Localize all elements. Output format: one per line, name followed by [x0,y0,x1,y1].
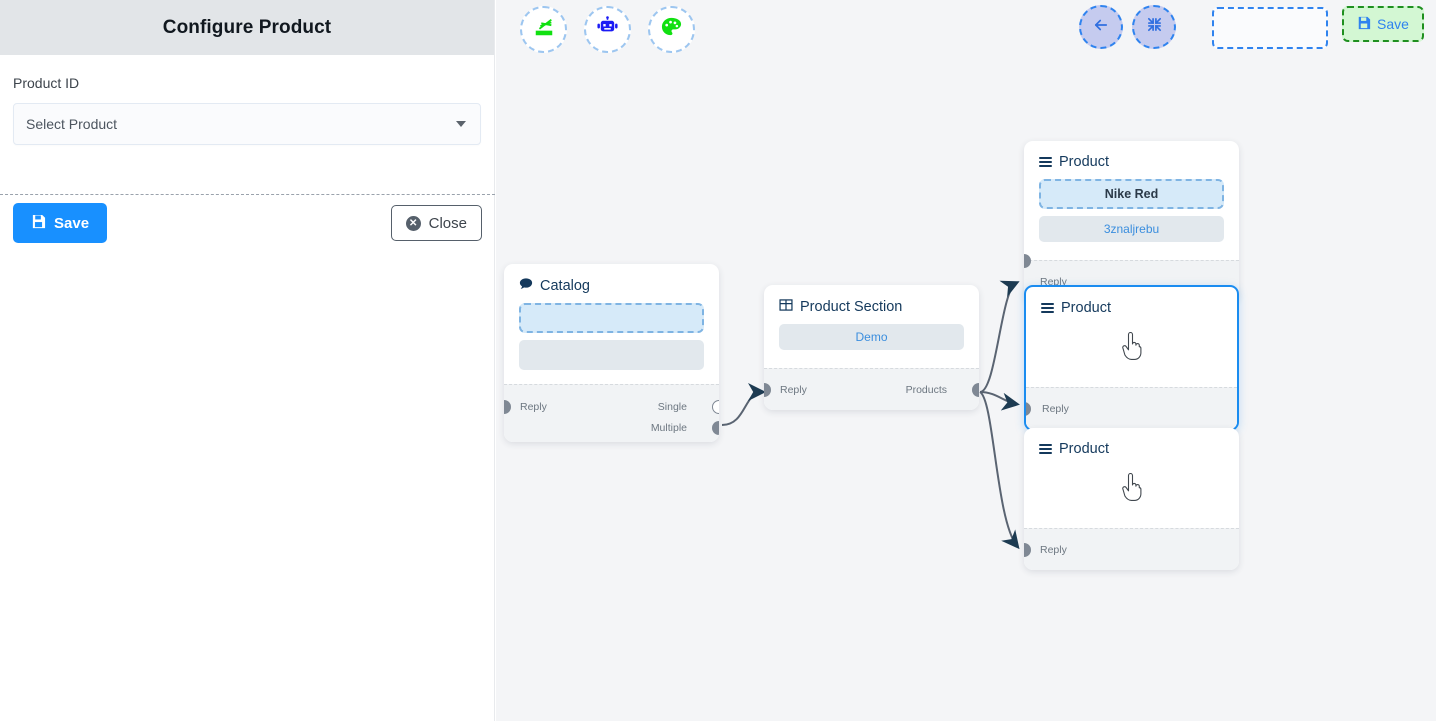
port-in-reply[interactable] [1024,254,1031,268]
product-slot-nike-red[interactable]: Nike Red [1039,179,1224,209]
cursor-pointer-icon [1120,331,1144,367]
panel-header: Configure Product [0,0,494,55]
node-footer: Reply [1024,528,1239,570]
configure-product-panel: Configure Product Product ID Select Prod… [0,0,495,721]
product-section-slot-demo[interactable]: Demo [779,324,964,350]
node-footer: Reply [1026,387,1237,429]
node-footer: Reply Products [764,368,979,410]
catalog-slot-primary[interactable] [519,303,704,333]
port-in-reply[interactable] [504,400,511,414]
node-header: Product [1024,141,1239,179]
palette-icon [660,16,683,44]
close-button[interactable]: ✕ Close [390,205,482,241]
node-header: Product [1024,428,1239,466]
flow-canvas[interactable]: Save Product Nike Red 3znaljrebu Reply [496,0,1436,721]
canvas-save-label: Save [1377,16,1409,32]
catalog-slot-secondary[interactable] [519,340,704,370]
port-in-reply[interactable] [1024,542,1031,557]
select-value: Select Product [26,116,118,132]
port-in-reply[interactable] [764,382,771,397]
toolbar-button-stack[interactable] [520,6,567,53]
page-title: Configure Product [162,16,332,38]
floppy-disk-icon [31,214,46,233]
node-product-bottom[interactable]: Product Reply [1024,428,1239,570]
node-product-selected[interactable]: Product Reply [1024,285,1239,431]
node-body [1026,325,1237,387]
toolbar-button-robot[interactable] [584,6,631,53]
node-product-section[interactable]: Product Section Demo Reply Products [764,285,979,410]
port-out-multiple[interactable] [712,421,719,435]
port-label-reply: Reply [780,383,807,396]
port-out-single[interactable] [712,400,719,414]
panel-footer: Save ✕ Close [0,194,495,252]
chat-bubble-icon [519,277,533,294]
node-body [1024,466,1239,528]
close-button-label: Close [428,214,467,232]
port-out-products[interactable] [972,382,979,397]
robot-icon [596,15,619,44]
hamburger-icon [1041,303,1054,313]
cursor-pointer-icon [1120,472,1144,508]
product-id-label: Product ID [13,75,80,91]
edge-products-to-product-selected [979,391,1020,411]
node-title: Product [1059,441,1109,457]
close-circle-icon: ✕ [405,215,421,231]
node-footer: Reply Single Multiple [504,384,719,442]
panel-divider [0,194,495,195]
port-label-multiple: Multiple [650,422,687,434]
edge-products-to-product-bottom [979,391,1020,550]
port-label-reply: Reply [520,401,547,413]
node-body: Demo [764,324,979,368]
product-id-select[interactable]: Select Product [13,103,481,145]
toolbar-button-back[interactable] [1079,5,1123,49]
hamburger-icon [1039,444,1052,454]
edge-catalog-to-section [721,383,766,426]
table-icon [779,298,793,315]
node-header: Product [1026,287,1237,325]
port-label-single: Single [657,401,687,413]
port-label-products: Products [905,383,947,396]
product-slot-znaljrebu[interactable]: 3znaljrebu [1039,216,1224,242]
toolbar-empty-placeholder[interactable] [1212,7,1328,49]
compress-icon [1146,16,1163,38]
floppy-disk-icon [1357,16,1371,33]
panel-body: Product ID Select Product [0,55,494,145]
save-button[interactable]: Save [13,203,108,243]
port-in-reply[interactable] [1026,401,1031,416]
canvas-save-button[interactable]: Save [1342,6,1424,42]
node-empty-slot[interactable] [1041,325,1222,373]
node-header: Product Section [764,285,979,324]
node-title: Product [1061,300,1111,316]
hamburger-icon [1039,157,1052,167]
toolbar-button-fit-view[interactable] [1132,5,1176,49]
node-product-top[interactable]: Product Nike Red 3znaljrebu Reply [1024,141,1239,302]
node-title: Catalog [540,277,590,294]
node-body [504,303,719,384]
chevron-down-icon [456,121,466,127]
toolbar-button-palette[interactable] [648,6,695,53]
port-label-reply: Reply [1040,275,1067,288]
arrow-left-icon [1092,16,1110,39]
node-body: Nike Red 3znaljrebu [1024,179,1239,260]
stack-icon [533,16,555,43]
node-title: Product Section [800,298,903,315]
node-header: Catalog [504,264,719,303]
save-button-label: Save [54,214,90,232]
node-title: Product [1059,154,1109,170]
port-label-reply: Reply [1042,402,1069,415]
node-catalog[interactable]: Catalog Reply Single Multiple [504,264,719,442]
port-label-reply: Reply [1040,543,1067,556]
edge-products-to-product-top [979,280,1020,393]
node-empty-slot[interactable] [1039,466,1224,514]
